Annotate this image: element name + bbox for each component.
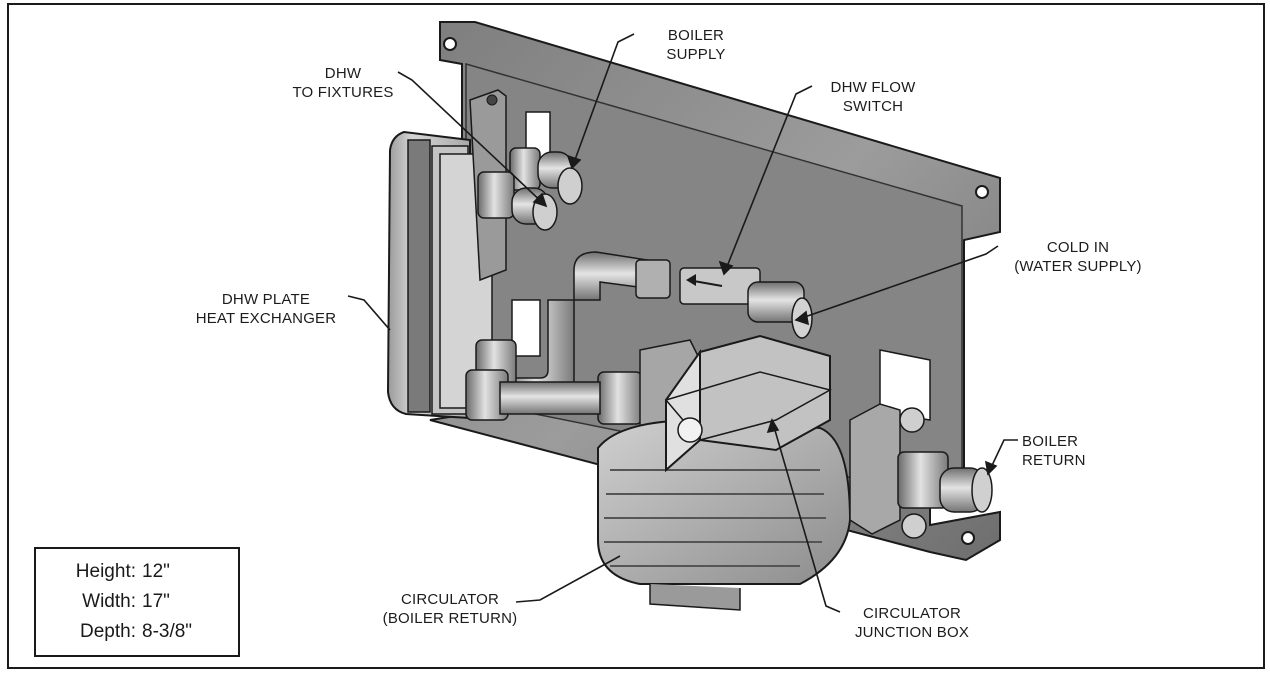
arrowhead-icon	[794, 310, 810, 326]
label-dhw-flow-switch: DHW FLOW SWITCH	[830, 79, 916, 115]
label-circulator-jbox: CIRCULATOR JUNCTION BOX	[854, 605, 970, 641]
dimension-label: Width:	[82, 591, 136, 612]
leader-cold-in	[795, 245, 999, 321]
label-dhw-to-fixtures: DHW TO FIXTURES	[292, 65, 394, 101]
leader-circulator	[515, 555, 621, 603]
plate-heat-exchanger	[386, 89, 507, 420]
leader-dhw-to-fixtures	[397, 71, 547, 207]
label-circulator: CIRCULATOR (BOILER RETURN)	[382, 591, 518, 627]
leader-lines	[347, 33, 1018, 613]
arrowhead-icon	[566, 154, 582, 170]
arrowhead-icon	[984, 460, 998, 476]
boiler-return-fitting	[849, 403, 993, 539]
dimension-label: Height:	[75, 561, 136, 582]
dimensions-box: Height: 12" Width: 17" Depth: 8-3/8"	[34, 547, 240, 657]
leader-boiler-supply	[571, 33, 635, 169]
label-dhw-plate-hx: DHW PLATE HEAT EXCHANGER	[195, 291, 337, 327]
label-cold-in: COLD IN (WATER SUPPLY)	[1014, 239, 1142, 275]
leader-boiler-return	[987, 439, 1018, 475]
dimension-value: 12"	[142, 561, 170, 582]
outer-border	[7, 3, 1265, 669]
leader-circulator-jbox	[771, 419, 841, 613]
arrowhead-icon	[532, 192, 548, 208]
dimension-value: 8-3/8"	[142, 621, 193, 642]
keyhole-icon	[443, 37, 457, 51]
dimension-label: Depth:	[80, 621, 136, 642]
keyhole-icon	[961, 531, 975, 545]
leader-dhw-flow-switch	[723, 85, 813, 275]
label-boiler-return: BOILER RETURN	[1022, 433, 1086, 469]
circulator-pump	[597, 334, 852, 611]
arrowhead-icon	[718, 260, 734, 276]
lower-fittings	[465, 339, 643, 425]
keyhole-icon	[975, 185, 989, 199]
cold-in-piping	[503, 251, 813, 405]
dimension-value: 17"	[142, 591, 170, 612]
leader-dhw-plate-hx	[347, 295, 391, 331]
arrowhead-icon	[766, 418, 780, 434]
label-boiler-supply: BOILER SUPPLY	[666, 27, 726, 63]
